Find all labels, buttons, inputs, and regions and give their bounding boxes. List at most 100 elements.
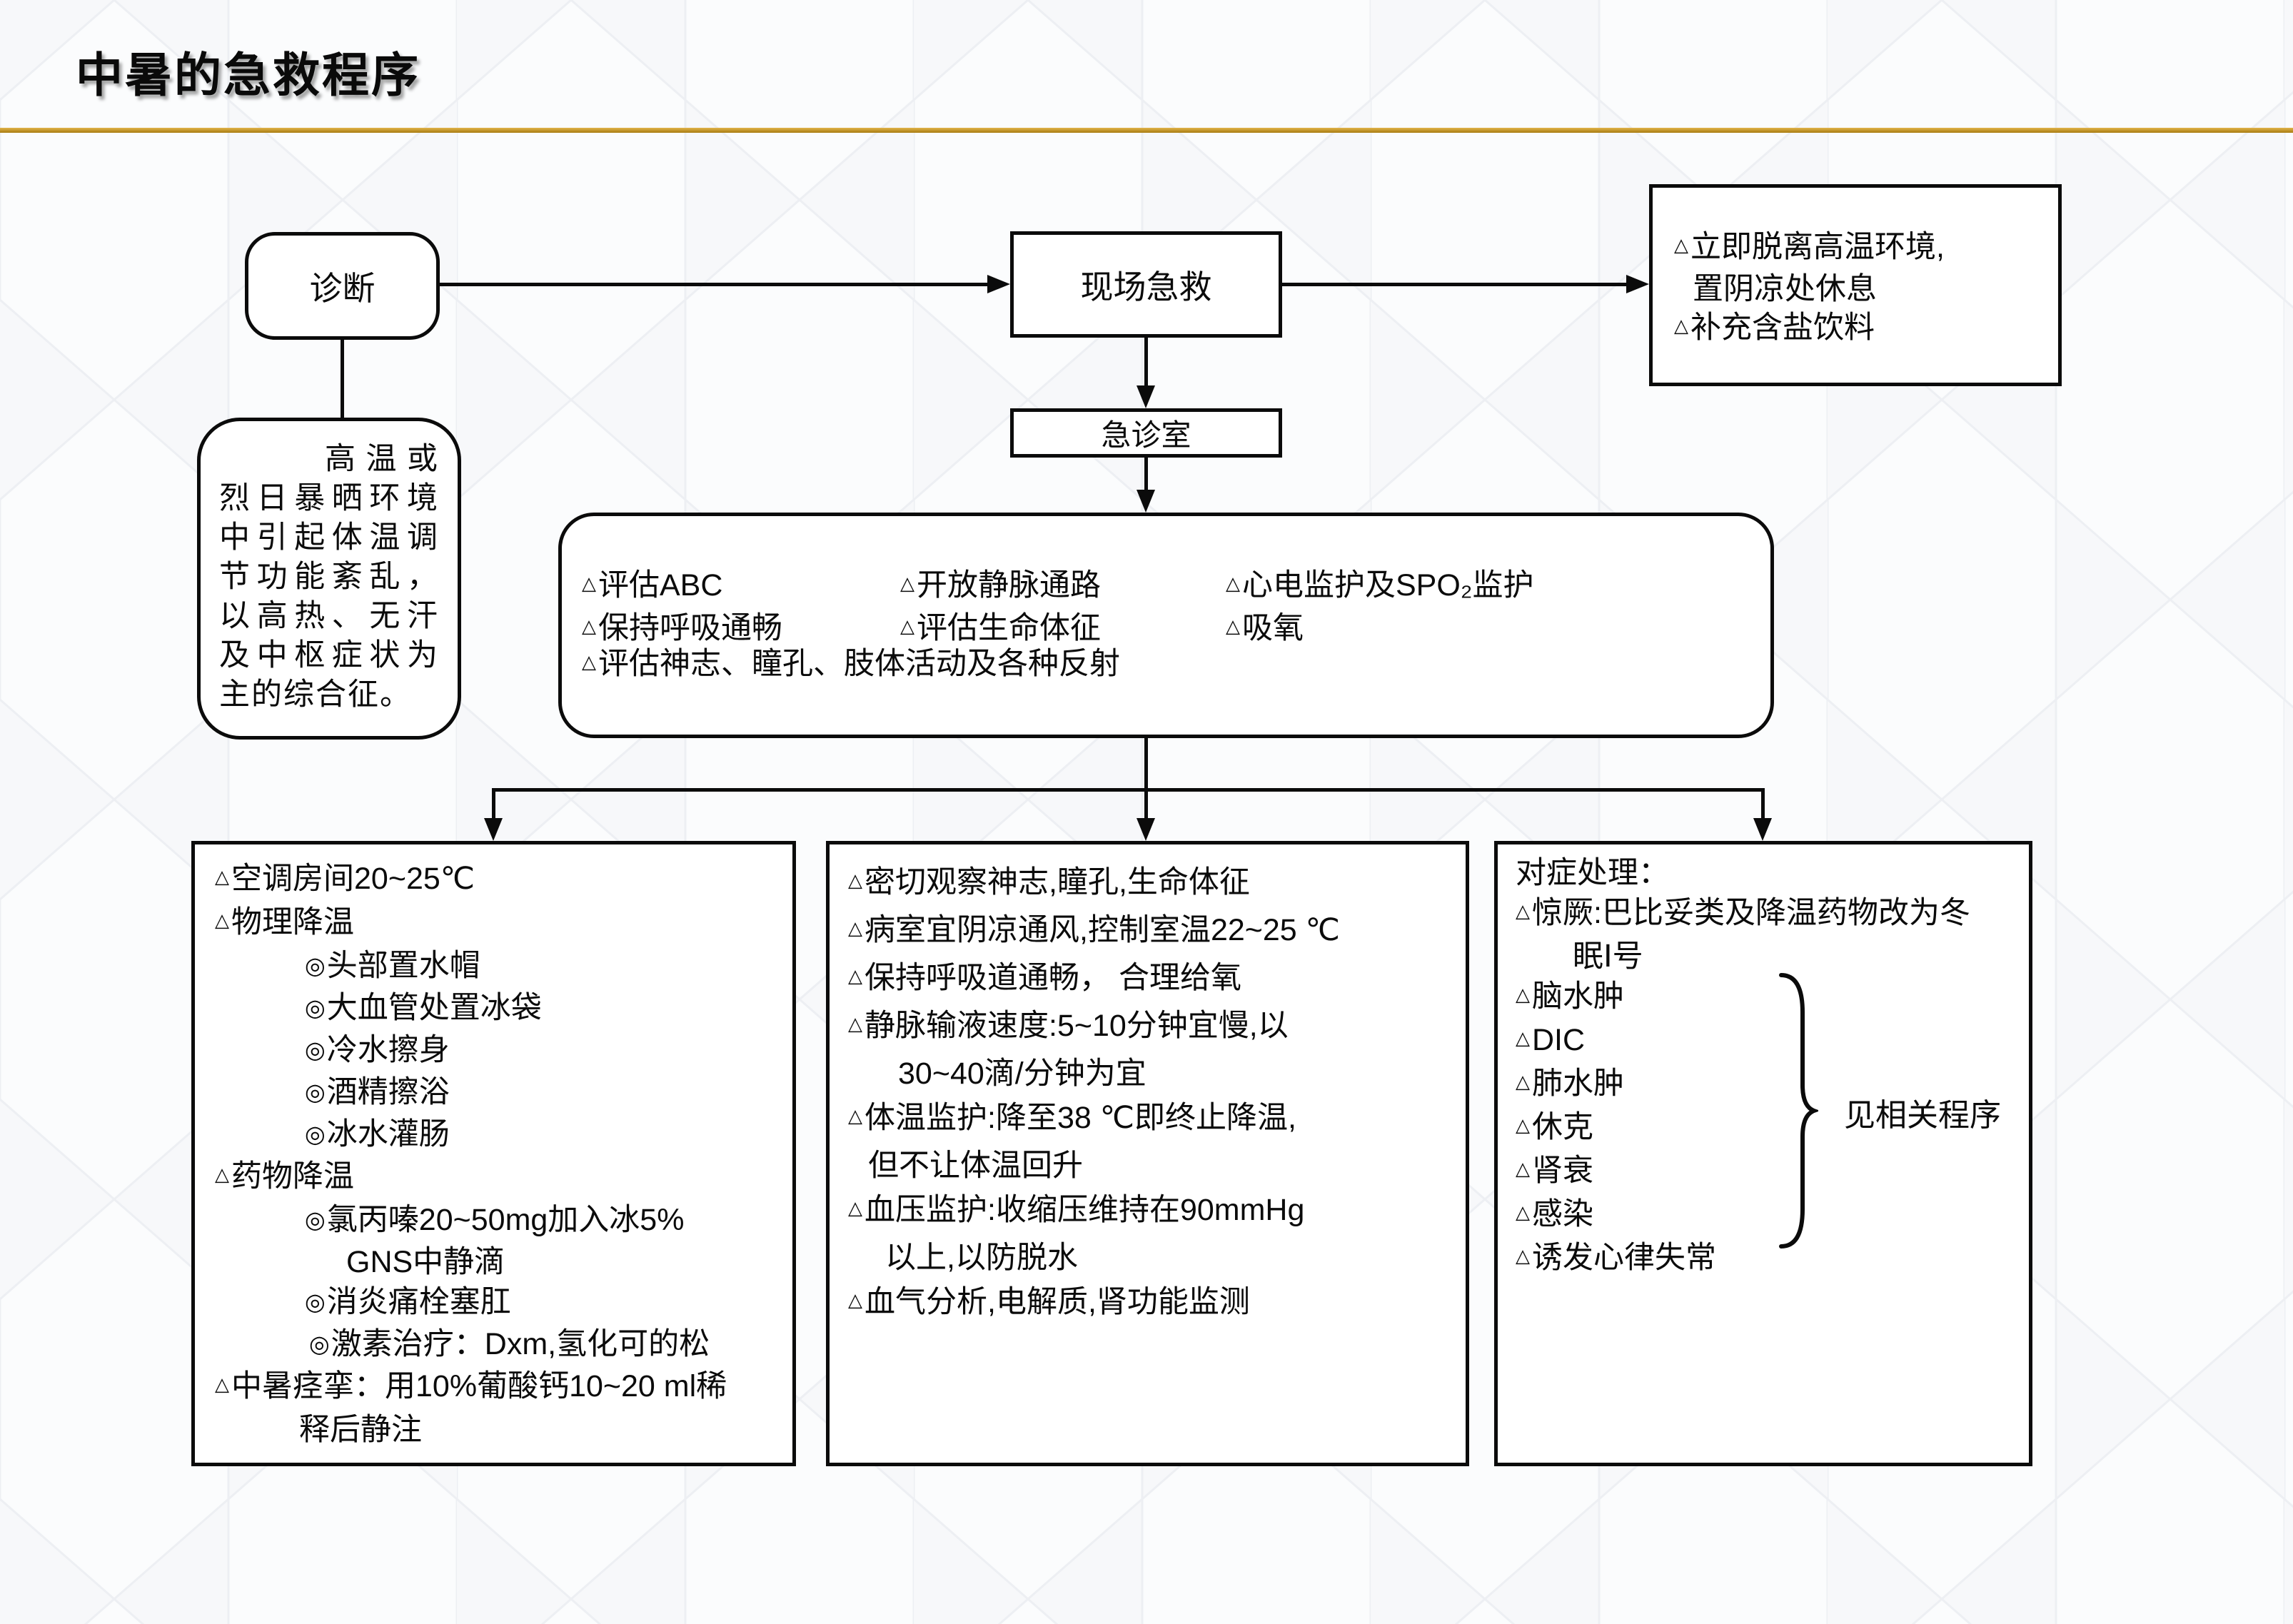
arrowhead-down-icon	[1753, 818, 1772, 841]
triangle-bullet: △	[1516, 1027, 1530, 1049]
node-cooling-measures: △空调房间20~25℃ △物理降温 ◎头部置水帽 ◎大血管处置冰袋 ◎冷水擦身 ◎酒精擦浴…	[191, 841, 796, 1466]
arrowhead-down-icon	[1137, 818, 1155, 841]
branch-right-drop	[1761, 788, 1765, 818]
brace-label: 见相关程序	[1844, 1098, 2001, 1133]
node-onsite-first-aid: 现场急救	[1010, 231, 1282, 338]
triangle-bullet: △	[900, 573, 914, 594]
triangle-bullet: △	[1516, 1071, 1530, 1092]
triangle-bullet: △	[1674, 315, 1688, 336]
assessment-full-line: △评估神志、瞳孔、肢体活动及各种反射	[582, 645, 1120, 687]
text-line: ◎大血管处置冰袋	[305, 991, 542, 1025]
arrowhead-down-icon	[1137, 490, 1155, 513]
triangle-bullet: △	[848, 965, 862, 987]
text-line: △脑水肿	[1516, 979, 1624, 1014]
text-line: ◎头部置水帽	[305, 949, 480, 983]
triangle-bullet: △	[1516, 1158, 1530, 1179]
text-line: △体温监护:降至38 ℃即终止降温,	[848, 1101, 1296, 1135]
node-diagnosis: 诊断	[245, 232, 440, 340]
triangle-bullet: △	[848, 869, 862, 891]
triangle-bullet: △	[848, 1105, 862, 1126]
brace-icon	[1779, 973, 1818, 1249]
node-onsite-actions: △立即脱离高温环境, 置阴凉处休息 △补充含盐饮料	[1649, 184, 2062, 386]
triangle-bullet: △	[1516, 1114, 1530, 1136]
connector-onsite-to-actions	[1282, 283, 1626, 286]
text-line: 但不让体温回升	[868, 1149, 1083, 1183]
triangle-bullet: △	[582, 651, 596, 672]
circle-bullet: ◎	[305, 1037, 326, 1063]
text-line: 30~40滴/分钟为宜	[898, 1056, 1146, 1091]
text-line: 置阴凉处休息	[1693, 272, 1877, 306]
circle-bullet: ◎	[305, 1288, 326, 1315]
title-divider	[0, 128, 2293, 133]
assessment-column-1: △评估ABC△保持呼吸通畅	[582, 566, 782, 652]
connector-onsite-to-er	[1144, 338, 1148, 385]
text-line: GNS中静滴	[346, 1245, 505, 1279]
triangle-bullet: △	[900, 615, 914, 637]
text-line: △血压监护:收缩压维持在90mmHg	[848, 1193, 1305, 1227]
text-line: ◎激素治疗：Dxm,氢化可的松	[309, 1327, 710, 1361]
circle-bullet: ◎	[305, 952, 326, 979]
node-heatstroke-definition: 高温或烈日暴晒环境中引起体温调节功能紊乱，以高热、无汗及中枢症状为主的综合征。	[197, 418, 461, 740]
node-symptomatic-treatment: 对症处理：△惊厥:巴比妥类及降温药物改为冬眠Ⅰ号△脑水肿△DIC△肺水肿△休克△…	[1494, 841, 2032, 1466]
text-line: △血气分析,电解质,肾功能监测	[848, 1285, 1250, 1319]
triangle-bullet: △	[1516, 1245, 1530, 1266]
page-title: 中暑的急救程序	[76, 47, 420, 103]
text-line: 以上,以防脱水	[885, 1241, 1078, 1275]
text-line: ◎冰水灌肠	[305, 1117, 450, 1151]
arrowhead-down-icon	[1137, 385, 1155, 408]
circle-bullet: ◎	[305, 1206, 326, 1233]
triangle-bullet: △	[215, 866, 229, 887]
text-line: △评估生命体征	[900, 611, 1101, 645]
node-emergency-room: 急诊室	[1010, 408, 1282, 458]
text-line: ◎冷水擦身	[305, 1033, 450, 1067]
node-onsite-label: 现场急救	[1080, 268, 1212, 306]
branch-horizontal-line	[492, 788, 1763, 792]
text-line: △诱发心律失常	[1516, 1241, 1716, 1275]
triangle-bullet: △	[1226, 573, 1240, 594]
text-line: △密切观察神志,瞳孔,生命体征	[848, 865, 1250, 899]
circle-bullet: ◎	[305, 1079, 326, 1105]
text-line: 释后静注	[299, 1413, 422, 1447]
assessment-full-text: 评估神志、瞳孔、肢体活动及各种反射	[598, 647, 1120, 681]
text-line: △补充含盐饮料	[1674, 311, 1875, 345]
text-line: △肾衰	[1516, 1154, 1593, 1188]
text-line: △空调房间20~25℃	[215, 862, 475, 896]
text-line: △保持呼吸道通畅， 合理给氧	[848, 961, 1241, 995]
text-line: △休克	[1516, 1110, 1593, 1144]
text-line: ◎消炎痛栓塞肛	[305, 1285, 511, 1319]
triangle-bullet: △	[215, 1373, 229, 1395]
connector-assessment-to-branch	[1144, 738, 1148, 790]
node-er-assessment: △评估ABC△保持呼吸通畅 △开放静脉通路△评估生命体征 △心电监护及SPO₂监…	[558, 513, 1774, 738]
triangle-bullet: △	[1674, 234, 1688, 256]
text-line: 对症处理：	[1516, 856, 1669, 890]
arrowhead-right-icon	[987, 275, 1010, 293]
triangle-bullet: △	[582, 615, 596, 637]
node-ward-monitoring: △密切观察神志,瞳孔,生命体征 △病室宜阴凉通风,控制室温22~25 ℃ △保持呼吸…	[826, 841, 1469, 1466]
text-line: △立即脱离高温环境,	[1674, 230, 1945, 264]
triangle-bullet: △	[848, 1289, 862, 1311]
text-line: ◎酒精擦浴	[305, 1075, 450, 1109]
circle-bullet: ◎	[309, 1331, 330, 1357]
arrowhead-down-icon	[484, 818, 503, 841]
circle-bullet: ◎	[305, 1121, 326, 1147]
text-line: △病室宜阴凉通风,控制室温22~25 ℃	[848, 913, 1340, 947]
connector-diagnosis-to-definition	[341, 340, 344, 418]
text-line: △评估ABC	[582, 568, 723, 602]
text-line: ◎氯丙嗪20~50mg加入冰5%	[305, 1203, 685, 1237]
text-line: △惊厥:巴比妥类及降温药物改为冬	[1516, 896, 1970, 930]
text-line: △药物降温	[215, 1159, 354, 1194]
triangle-bullet: △	[582, 573, 596, 594]
text-line: △中暑痉挛：用10%葡酸钙10~20 ml稀	[215, 1369, 727, 1403]
triangle-bullet: △	[848, 1197, 862, 1219]
assessment-column-2: △开放静脉通路△评估生命体征	[900, 566, 1101, 652]
triangle-bullet: △	[848, 917, 862, 939]
node-diagnosis-label: 诊断	[309, 269, 376, 307]
text-line: △心电监护及SPO₂监护	[1226, 568, 1534, 602]
branch-left-drop	[492, 788, 495, 818]
arrowhead-right-icon	[1626, 275, 1649, 293]
connector-diagnosis-to-onsite	[440, 283, 987, 286]
text-line: △物理降温	[215, 905, 354, 939]
text-line: △DIC	[1516, 1023, 1586, 1057]
triangle-bullet: △	[1226, 615, 1240, 637]
